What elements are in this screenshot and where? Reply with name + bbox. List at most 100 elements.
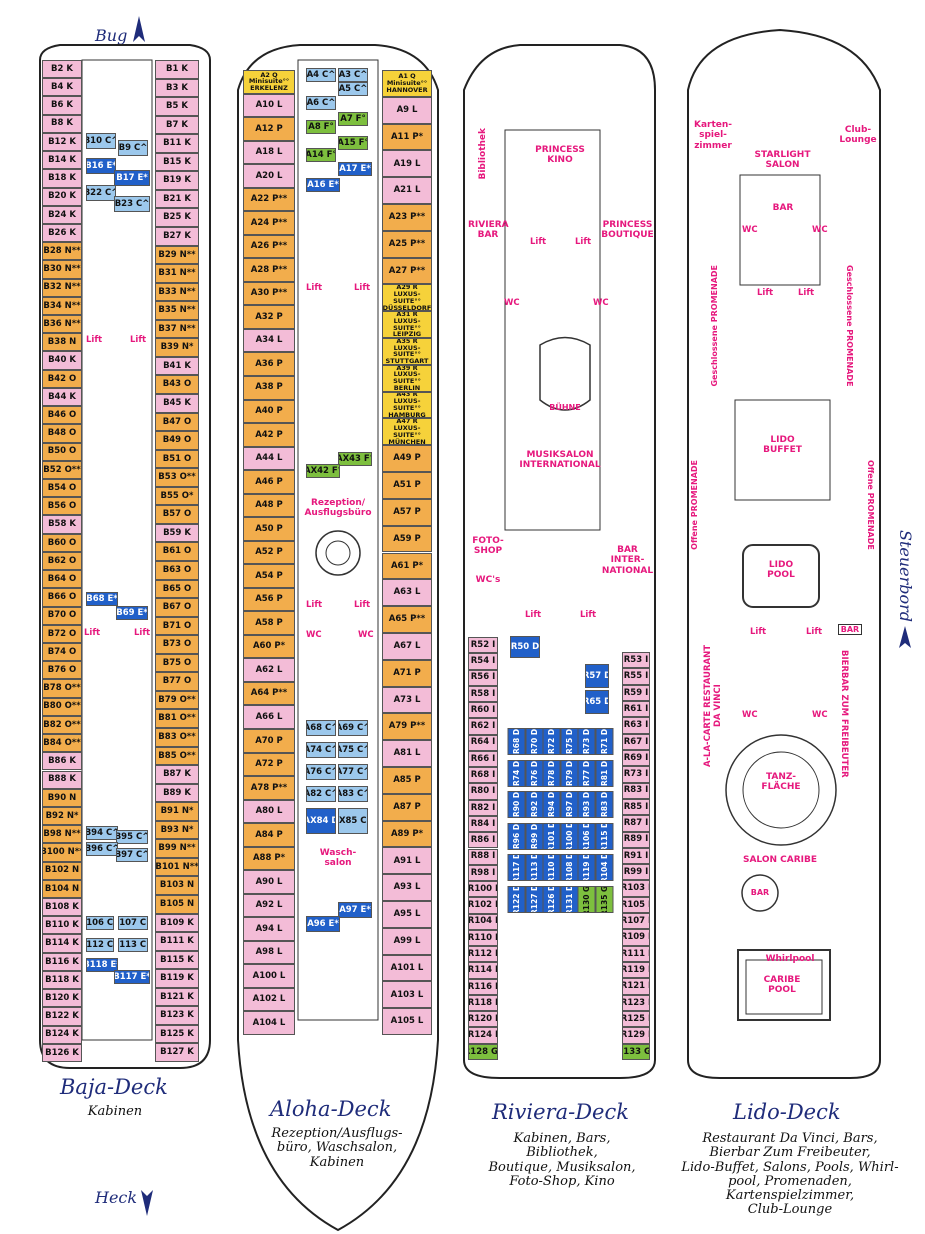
cabin[interactable]: A34 L xyxy=(243,328,295,353)
cabin[interactable]: R78 D xyxy=(543,759,561,787)
cabin[interactable]: A48 P xyxy=(243,493,295,518)
cabin[interactable]: R77 D xyxy=(578,759,596,787)
cabin[interactable]: A29 R LUXUS-SUITE°° DÜSSELDORF xyxy=(382,284,432,312)
cabin[interactable]: R68 D xyxy=(508,728,526,755)
cabin[interactable]: A2 Q Minisuite°° ERKELENZ xyxy=(243,70,295,94)
cabin[interactable]: R88 I xyxy=(468,848,498,865)
cabin[interactable]: A46 P xyxy=(243,470,295,494)
cabin[interactable]: R110 I xyxy=(468,929,498,947)
cabin[interactable]: B8 K xyxy=(42,114,82,133)
cabin[interactable]: R127 D xyxy=(525,885,543,913)
cabin[interactable]: AX43 F° xyxy=(338,452,372,466)
cabin[interactable]: A6 C^ xyxy=(306,96,336,110)
cabin[interactable]: A83 C^ xyxy=(338,786,368,802)
cabin[interactable]: A44 L xyxy=(243,446,295,471)
cabin[interactable]: A82 C^ xyxy=(306,786,336,802)
cabin[interactable]: B95 C^ xyxy=(116,830,148,844)
cabin[interactable]: A57 P xyxy=(382,498,432,526)
cabin[interactable]: A56 P xyxy=(243,587,295,612)
cabin[interactable]: R57 D xyxy=(585,664,609,688)
cabin[interactable]: B4 K xyxy=(42,78,82,97)
cabin[interactable]: B41 K xyxy=(155,356,199,376)
cabin[interactable]: R104 I xyxy=(468,913,498,930)
cabin[interactable]: R86 I xyxy=(468,832,498,849)
cabin[interactable]: A99 L xyxy=(382,927,432,955)
cabin[interactable]: A94 L xyxy=(243,917,295,941)
cabin[interactable]: B27 K xyxy=(155,227,199,246)
cabin[interactable]: R83 I xyxy=(622,782,650,799)
cabin[interactable]: B36 N** xyxy=(42,315,82,334)
cabin[interactable]: R117 D xyxy=(508,854,526,882)
cabin[interactable]: A58 P xyxy=(243,611,295,635)
cabin[interactable]: B9 C^ xyxy=(118,140,148,156)
cabin[interactable]: R69 I xyxy=(622,749,650,767)
cabin[interactable]: B31 N** xyxy=(155,264,199,283)
cabin[interactable]: B71 O xyxy=(155,616,199,636)
cabin[interactable]: R96 D xyxy=(508,822,526,850)
cabin[interactable]: R53 I xyxy=(622,652,650,669)
cabin[interactable]: A90 L xyxy=(243,870,295,894)
cabin[interactable]: A101 L xyxy=(382,954,432,982)
cabin[interactable]: B52 O** xyxy=(42,460,82,479)
cabin[interactable]: A9 L xyxy=(382,96,432,124)
cabin[interactable]: AX85 C^ xyxy=(338,808,368,834)
cabin[interactable]: R76 D xyxy=(525,759,543,787)
cabin[interactable]: B18 K xyxy=(42,169,82,188)
cabin[interactable]: B82 O** xyxy=(42,715,82,735)
cabin[interactable]: R67 I xyxy=(622,733,650,750)
cabin[interactable]: B51 O xyxy=(155,449,199,469)
cabin[interactable]: B79 O** xyxy=(155,690,199,710)
cabin[interactable]: A5 C^ xyxy=(338,82,368,96)
cabin[interactable]: B106 C^ xyxy=(86,916,114,930)
cabin[interactable]: A31 R LUXUS-SUITE°° LEIPZIG xyxy=(382,311,432,339)
cabin[interactable]: R119 I xyxy=(622,962,650,979)
cabin[interactable]: R83 D xyxy=(595,791,613,819)
cabin[interactable]: B73 O xyxy=(155,635,199,654)
cabin[interactable]: B101 N** xyxy=(155,857,199,877)
cabin[interactable]: B120 K xyxy=(42,989,82,1008)
cabin[interactable]: R118 I xyxy=(468,994,498,1012)
cabin[interactable]: A78 P** xyxy=(243,776,295,800)
cabin[interactable]: B89 K xyxy=(155,783,199,803)
cabin[interactable]: R124 I xyxy=(468,1027,498,1044)
cabin[interactable]: B33 N** xyxy=(155,282,199,302)
cabin[interactable]: B75 O xyxy=(155,653,199,673)
cabin[interactable]: A4 C^ xyxy=(306,68,336,82)
cabin[interactable]: A87 P xyxy=(382,793,432,821)
cabin[interactable]: R74 D xyxy=(508,759,526,787)
cabin[interactable]: B98 N** xyxy=(42,825,82,844)
cabin[interactable]: B20 K xyxy=(42,187,82,206)
cabin[interactable]: A64 P** xyxy=(243,681,295,706)
cabin[interactable]: B105 N xyxy=(155,895,199,914)
cabin[interactable]: R75 D xyxy=(560,728,578,755)
cabin[interactable]: B22 C^ xyxy=(86,185,116,201)
cabin[interactable]: R81 D xyxy=(595,759,613,787)
cabin[interactable]: A16 E* xyxy=(306,178,340,192)
cabin[interactable]: R99 D xyxy=(525,822,543,850)
cabin[interactable]: B121 K xyxy=(155,987,199,1007)
cabin[interactable]: B94 C^ xyxy=(86,826,118,840)
cabin[interactable]: A65 P** xyxy=(382,606,432,633)
cabin[interactable]: B87 K xyxy=(155,765,199,784)
cabin[interactable]: B10 C^ xyxy=(86,133,116,149)
cabin[interactable]: B6 K xyxy=(42,96,82,115)
cabin[interactable]: B66 O xyxy=(42,588,82,607)
cabin[interactable]: R106 D xyxy=(578,822,596,850)
cabin[interactable]: A49 P xyxy=(382,445,432,473)
cabin[interactable]: A21 L xyxy=(382,177,432,205)
cabin[interactable]: R114 I xyxy=(468,962,498,979)
cabin[interactable]: A75 C^ xyxy=(338,742,368,758)
cabin[interactable]: R126 D xyxy=(543,885,561,913)
cabin[interactable]: A42 P xyxy=(243,423,295,447)
cabin[interactable]: B83 O** xyxy=(155,728,199,747)
cabin[interactable]: B76 O xyxy=(42,661,82,680)
cabin[interactable]: A105 L xyxy=(382,1008,432,1035)
cabin[interactable]: R62 I xyxy=(468,718,498,735)
cabin[interactable]: A73 L xyxy=(382,686,432,714)
cabin[interactable]: R71 D xyxy=(595,728,613,755)
cabin[interactable]: B68 E* xyxy=(86,592,118,606)
cabin[interactable]: B70 O xyxy=(42,606,82,625)
cabin[interactable]: R52 I xyxy=(468,637,498,654)
cabin[interactable]: R85 I xyxy=(622,798,650,816)
cabin[interactable]: A81 L xyxy=(382,740,432,767)
